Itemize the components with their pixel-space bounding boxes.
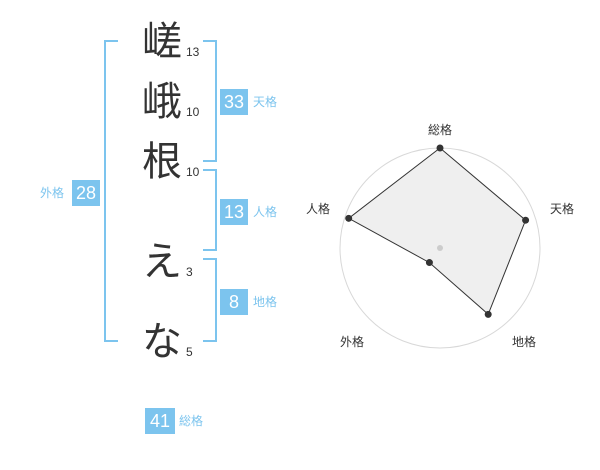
name-char-4: え (142, 239, 182, 285)
gaikaku-bracket (104, 40, 118, 342)
radar-point-3 (425, 259, 433, 267)
chikaku-value: 8 (220, 289, 248, 315)
radar-axis-label-chikaku: 地格 (512, 334, 536, 349)
name-char-5: な (142, 319, 182, 365)
radar-point-4 (345, 214, 353, 222)
radar-points (345, 144, 530, 318)
name-char-1: 嵯 (142, 19, 182, 65)
stroke-count-3: 10 (186, 165, 200, 179)
radar-axis-label-tenkaku: 天格 (550, 201, 574, 216)
tenkaku-bracket (203, 40, 217, 162)
radar-point-1 (522, 216, 530, 224)
tenkaku-value: 33 (220, 89, 248, 115)
soukaku-label: 総格 (179, 414, 204, 428)
gaikaku-label: 外格 (40, 186, 65, 200)
stroke-count-1: 13 (186, 45, 200, 59)
tenkaku-label: 天格 (253, 95, 278, 109)
radar-polygon (347, 147, 527, 316)
jinkaku-label: 人格 (253, 205, 278, 219)
radar-point-0 (436, 144, 444, 152)
radar-axis-label-soukaku: 総格 (428, 122, 452, 137)
name-char-2: 峨 (142, 79, 182, 125)
radar-center-dot (437, 245, 443, 251)
stroke-count-2: 10 (186, 105, 200, 119)
stroke-count-5: 5 (186, 345, 193, 359)
chikaku-bracket (203, 258, 217, 342)
stroke-count-4: 3 (186, 265, 193, 279)
soukaku-value: 41 (145, 408, 175, 434)
name-char-3: 根 (142, 139, 182, 185)
gaikaku-value: 28 (72, 180, 100, 206)
jinkaku-bracket (203, 169, 217, 251)
jinkaku-value: 13 (220, 199, 248, 225)
chikaku-label: 地格 (253, 295, 278, 309)
radar-chart: 総格 天格 地格 外格 人格 (306, 122, 574, 349)
radar-axis-label-jinkaku: 人格 (306, 201, 330, 216)
radar-axis-label-gaikaku: 外格 (340, 334, 364, 349)
radar-point-2 (484, 310, 492, 318)
